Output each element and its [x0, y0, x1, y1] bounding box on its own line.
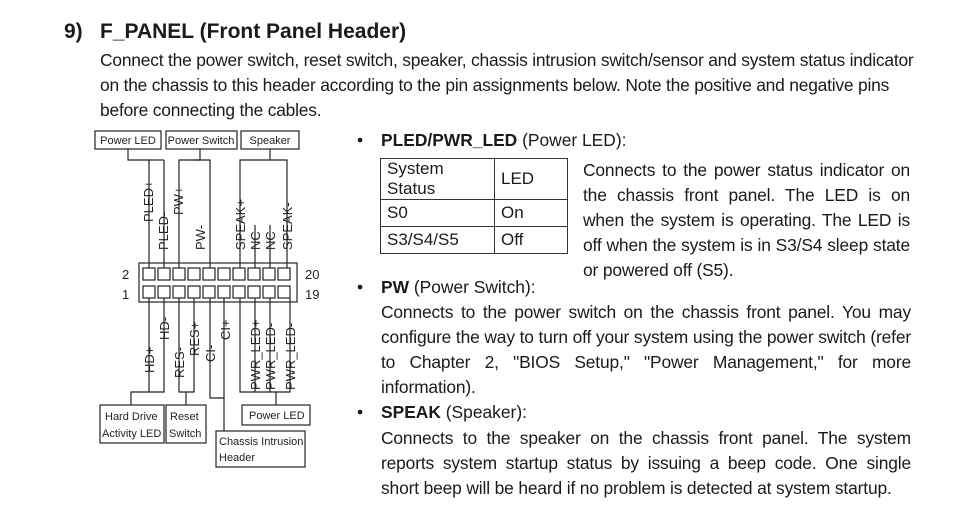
pin-label-pled-plus: PLED+ [141, 180, 156, 222]
table-row: S3/S4/S5 Off [380, 226, 568, 254]
table-cell: On [494, 199, 568, 227]
pin-label-res-minus: RES- [172, 347, 187, 378]
intro-line: before connecting the cables. [100, 100, 322, 120]
chassis-intrusion-label-line1: Chassis Intrusion [219, 436, 303, 448]
pins [142, 267, 291, 299]
pin-label-nc: NC [248, 231, 263, 250]
intro-line: on the chassis to this header according … [100, 75, 890, 95]
led-status-table: System Status LED S0 On S3/S4/S5 Off [380, 158, 568, 254]
hdd-led-box [99, 404, 165, 444]
table-header-cell: LED [494, 158, 568, 200]
pin-header-outline [138, 262, 298, 303]
table-row: S0 On [380, 199, 568, 227]
speak-description: Connects to the speaker on the chassis f… [381, 428, 911, 498]
pin-label-ci-plus: CI+ [218, 319, 233, 340]
table-cell: S0 [380, 199, 495, 227]
pin-label-pw-plus: PW+ [171, 186, 186, 215]
chassis-intrusion-label-line2: Header [219, 452, 255, 464]
table-header-row: System Status LED [380, 158, 568, 200]
pin-label-pwr-led-plus: PWR_LED+ [248, 320, 263, 390]
power-switch-label: Power Switch [168, 135, 235, 147]
pin-label-hd-plus: HD+ [142, 347, 157, 373]
pin-label-speak-minus: SPEAK- [280, 202, 295, 250]
pin-label-ci-minus: CI- [203, 345, 218, 362]
pin-number-20: 20 [305, 267, 319, 282]
bullet-dot: • [357, 277, 364, 297]
pin-label-pw-minus: PW- [193, 225, 208, 250]
section-title: F_PANEL (Front Panel Header) [100, 20, 407, 43]
bullet-dot: • [357, 402, 364, 422]
table-cell: S3/S4/S5 [380, 226, 495, 254]
section-intro: Connect the power switch, reset switch, … [100, 48, 915, 123]
pin-label-pled-minus: PLED- [156, 212, 171, 250]
section-number: 9) [64, 20, 83, 43]
table-cell: Off [494, 226, 568, 254]
bullet-dot: • [357, 130, 364, 150]
speak-name: SPEAK [381, 402, 441, 422]
pin-label-speak-plus: SPEAK+ [233, 199, 248, 250]
power-switch-box [165, 130, 238, 150]
reset-label-line2: Switch [169, 428, 201, 440]
pw-desc: (Power Switch): [409, 277, 536, 297]
pin-label-nc: NC [263, 231, 278, 250]
bottom-leader-lines [130, 298, 291, 431]
intro-line: Connect the power switch, reset switch, … [100, 50, 914, 70]
pled-description: Connects to the power status indicator o… [583, 160, 910, 280]
speak-heading: • SPEAK (Speaker): [357, 400, 527, 425]
pw-name: PW [381, 277, 410, 297]
pled-heading: • PLED/PWR_LED (Power LED): [357, 128, 627, 153]
pin-label-pwr-led-minus: PWR_LED- [263, 323, 278, 390]
speaker-label: Speaker [250, 135, 291, 147]
top-leader-lines [127, 149, 288, 268]
pin-label-pwr-led-minus: PWR_LED- [283, 323, 298, 390]
pin-label-hd-minus: HD- [157, 317, 172, 340]
pled-name: PLED/PWR_LED [381, 130, 518, 150]
pw-heading: • PW (Power Switch): [357, 275, 536, 300]
speak-desc: (Speaker): [440, 402, 527, 422]
power-led-bottom-label: Power LED [249, 410, 305, 422]
pled-desc: (Power LED): [517, 130, 627, 150]
pin-number-19: 19 [305, 287, 319, 302]
pin-label-res-plus: RES+ [187, 322, 202, 356]
power-led-label: Power LED [100, 135, 156, 147]
hdd-led-label-line2: Activity LED [102, 428, 161, 440]
pin-number-1: 1 [122, 287, 129, 302]
pin-number-2: 2 [122, 267, 129, 282]
pw-description: Connects to the power switch on the chas… [381, 302, 911, 397]
reset-label-line1: Reset [170, 411, 199, 423]
table-header-cell: System Status [380, 158, 495, 200]
chassis-intrusion-box [215, 430, 306, 468]
hdd-led-label-line1: Hard Drive [105, 411, 158, 423]
